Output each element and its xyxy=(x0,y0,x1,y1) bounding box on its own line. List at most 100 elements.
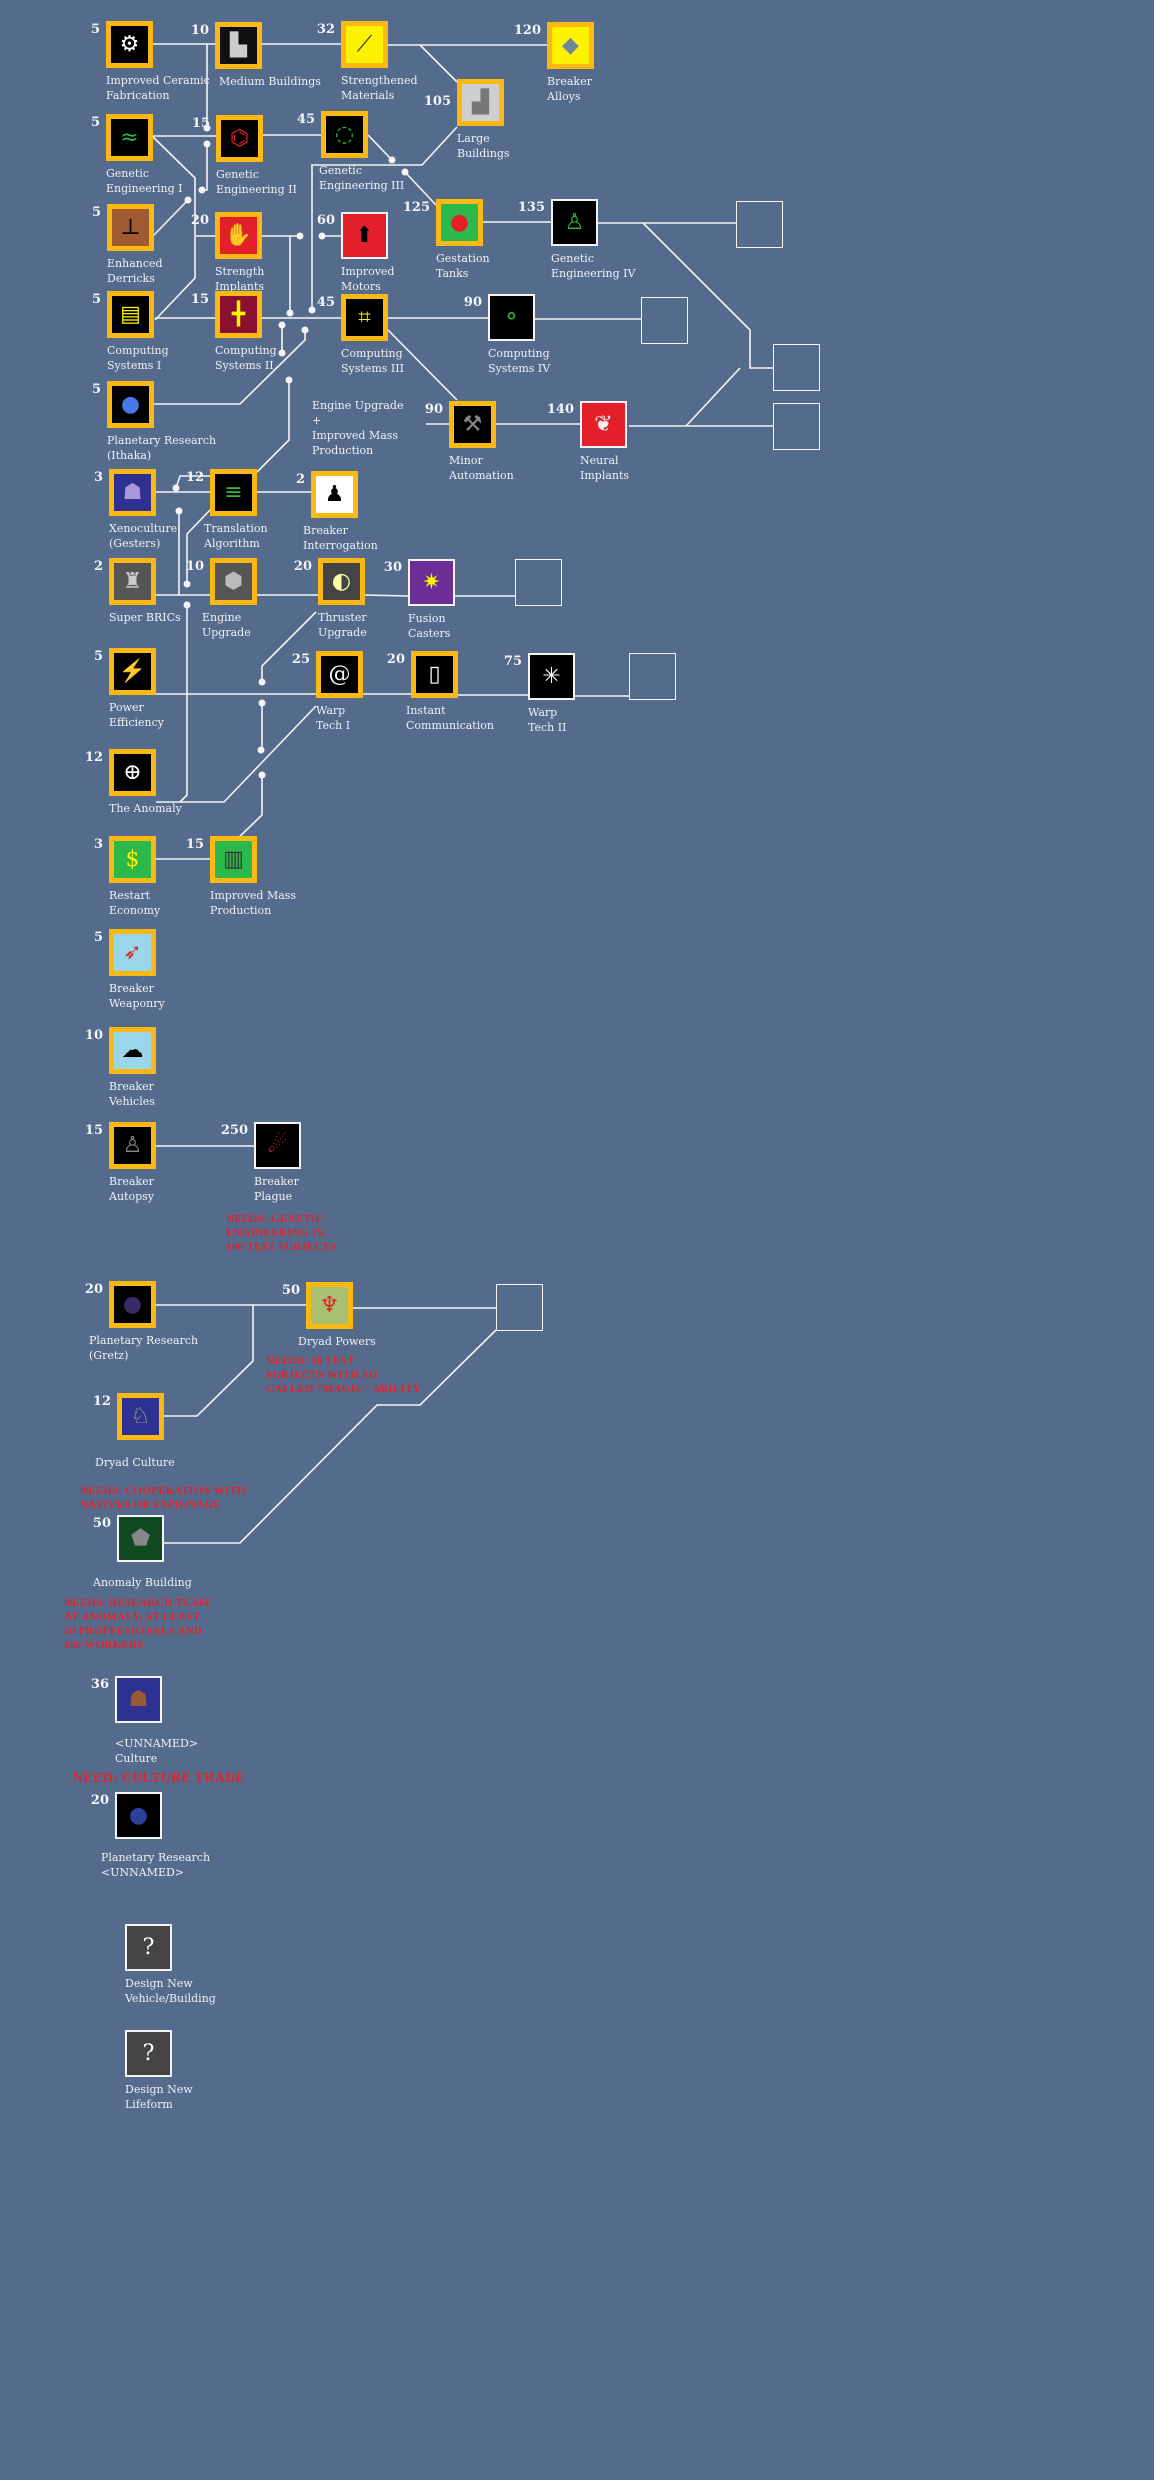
tech-label-line: Breaker xyxy=(109,982,154,995)
tech-node-unnamed-creature[interactable]: ☗ xyxy=(115,1676,162,1723)
tech-node-gester-alien[interactable]: ☗ xyxy=(109,469,156,516)
tech-label-line: (Gesters) xyxy=(109,537,161,550)
note-line: 100 WORKERS xyxy=(64,1639,144,1651)
tech-node-motor-gear[interactable]: ⬆ xyxy=(341,212,388,259)
tech-cost: 90 xyxy=(463,295,482,310)
tech-node-bric-robot[interactable]: ♜ xyxy=(109,558,156,605)
tech-node-blade[interactable]: ⟋ xyxy=(341,21,388,68)
tech-node-anomaly-monolith[interactable]: ⬟ xyxy=(117,1515,164,1562)
empty-tech-slot[interactable] xyxy=(773,344,820,391)
tech-node-autopsy-body[interactable]: ♙ xyxy=(109,1122,156,1169)
tech-node-circuit-complex[interactable]: ⌗ xyxy=(341,294,388,341)
tech-node-thruster[interactable]: ◐ xyxy=(318,558,365,605)
tech-label-line: Planetary Research xyxy=(107,434,217,447)
tech-label-line: Economy xyxy=(109,904,161,917)
tech-node-gear-ceramic[interactable]: ⚙ xyxy=(106,21,153,68)
tech-node-cell-probe[interactable]: ◌ xyxy=(321,111,368,158)
motor-gear-icon: ⬆ xyxy=(343,214,386,257)
tech-node-gestation-tank[interactable]: ● xyxy=(436,199,483,246)
tech-node-lightning[interactable]: ⚡ xyxy=(109,648,156,695)
tech-node-dryad-creature[interactable]: ♘ xyxy=(117,1393,164,1440)
tech-node-planet-ithaka[interactable]: ● xyxy=(107,381,154,428)
tech-node-translation-text[interactable]: ≡ xyxy=(210,469,257,516)
empty-tech-slot[interactable] xyxy=(736,201,783,248)
tech-node-buildings[interactable]: ▙ xyxy=(215,22,262,69)
tech-cost: 125 xyxy=(402,200,430,215)
tech-node-breaker-vehicle[interactable]: ☁ xyxy=(109,1027,156,1074)
tech-node-spiral[interactable]: @ xyxy=(316,651,363,698)
tech-label-line: Improved Mass xyxy=(210,889,297,902)
tech-cost: 2 xyxy=(93,559,103,574)
tech-node-communicator[interactable]: ▯ xyxy=(411,651,458,698)
planet-gretz-icon: ● xyxy=(114,1286,151,1323)
empty-tech-slot[interactable] xyxy=(515,559,562,606)
tech-cost: 15 xyxy=(84,1123,103,1138)
tech-node-anomaly-wheel[interactable]: ⊕ xyxy=(109,749,156,796)
tech-label-line: Improved Ceramic xyxy=(106,74,210,87)
tech-label-line: Vehicles xyxy=(109,1095,155,1108)
dollar-icon: $ xyxy=(114,841,151,878)
tech-node-brain[interactable]: ❦ xyxy=(580,401,627,448)
tech-node-design-lifeform[interactable]: ? xyxy=(125,2030,172,2077)
tech-node-dryad-powers[interactable]: ♆ xyxy=(306,1282,353,1329)
tech-label: Dryad Culture xyxy=(95,1455,175,1470)
tech-node-molecule[interactable]: ⌬ xyxy=(216,115,263,162)
tech-node-breaker-weapon[interactable]: ➶ xyxy=(109,929,156,976)
tech-label-line: Lifeform xyxy=(125,2098,173,2111)
tech-label-line: Fusion xyxy=(408,612,446,625)
tech-node-derrick[interactable]: ⊥ xyxy=(107,204,154,251)
tech-node-dollar[interactable]: $ xyxy=(109,836,156,883)
requirement-line: Production xyxy=(312,444,374,457)
tech-node-circuit-nodes[interactable]: ⚬ xyxy=(488,294,535,341)
tech-label-line: Engineering II xyxy=(216,183,297,196)
tech-node-alloy-crystal[interactable]: ◆ xyxy=(547,22,594,69)
empty-tech-slot[interactable] xyxy=(496,1284,543,1331)
tech-node-circuit[interactable]: ▤ xyxy=(107,291,154,338)
tech-node-robot-arm[interactable]: ⚒ xyxy=(449,401,496,448)
empty-tech-slot[interactable] xyxy=(641,297,688,344)
tech-label-line: Large xyxy=(457,132,490,145)
tech-cost: 36 xyxy=(90,1677,109,1692)
tech-node-plague-claw[interactable]: ☄ xyxy=(254,1122,301,1169)
tech-label-line: Systems III xyxy=(341,362,404,375)
empty-tech-slot[interactable] xyxy=(773,403,820,450)
breaker-vehicle-icon: ☁ xyxy=(114,1032,151,1069)
empty-tech-slot[interactable] xyxy=(629,653,676,700)
tech-node-dna-human[interactable]: ♙ xyxy=(551,199,598,246)
tech-label-line: Breaker xyxy=(109,1175,154,1188)
tech-node-fusion-blast[interactable]: ✷ xyxy=(408,559,455,606)
tech-node-circuit-board[interactable]: ╋ xyxy=(215,291,262,338)
tech-cost: 60 xyxy=(316,213,335,228)
tech-label-line: Planetary Research xyxy=(89,1334,199,1347)
tech-label-line: Enhanced xyxy=(107,257,163,270)
tech-node-planet-unnamed[interactable]: ● xyxy=(115,1792,162,1839)
tech-label: Planetary Research(Ithaka) xyxy=(107,433,216,463)
tech-label-line: Implants xyxy=(580,469,630,482)
tech-node-design-vehicle[interactable]: ? xyxy=(125,1924,172,1971)
tech-label-line: Algorithm xyxy=(204,537,260,550)
tech-label-line: Design New xyxy=(125,1977,193,1990)
tech-node-arm-implant[interactable]: ✋ xyxy=(215,212,262,259)
tech-node-planet-gretz[interactable]: ● xyxy=(109,1281,156,1328)
tech-label-line: <UNNAMED> xyxy=(115,1737,199,1750)
tech-label-line: Thruster xyxy=(318,611,367,624)
note-line: NEED: CULTURE TRADE xyxy=(73,1771,246,1786)
tech-node-large-buildings[interactable]: ▟ xyxy=(457,79,504,126)
design-lifeform-icon: ? xyxy=(127,2032,170,2075)
tech-node-engine[interactable]: ⬢ xyxy=(210,558,257,605)
gester-alien-icon: ☗ xyxy=(114,474,151,511)
tech-node-factory-line[interactable]: ▥ xyxy=(210,836,257,883)
tech-label: Planetary Research<UNNAMED> xyxy=(101,1850,210,1880)
tech-node-interrogation-figure[interactable]: ♟ xyxy=(311,471,358,518)
tech-node-starburst[interactable]: ✳ xyxy=(528,653,575,700)
tech-label: Anomaly Building xyxy=(93,1575,192,1590)
tech-node-dna[interactable]: ≈ xyxy=(106,114,153,161)
